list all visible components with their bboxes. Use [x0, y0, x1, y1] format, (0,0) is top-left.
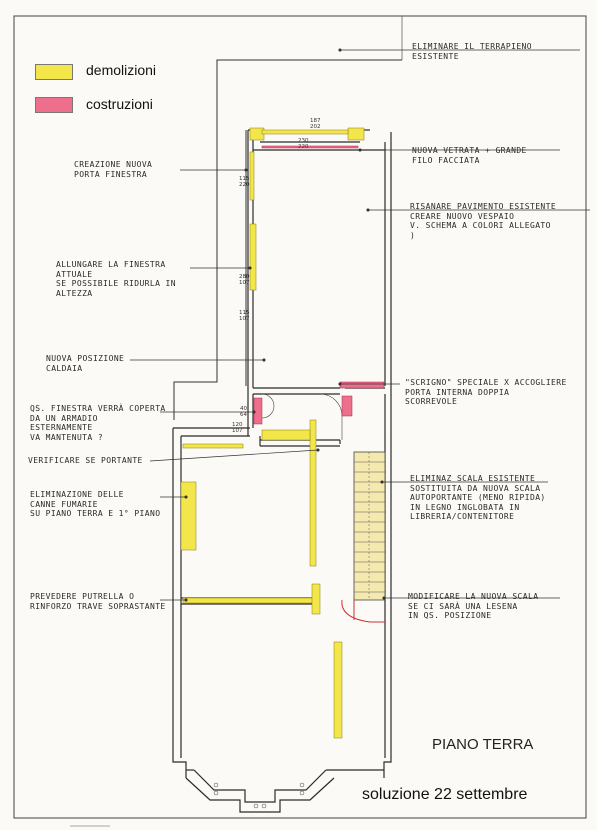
dim-window-left: 280 107 — [239, 274, 250, 286]
page-frame — [13, 15, 587, 819]
note-verificare-portante: VERIFICARE SE PORTANTE — [28, 456, 143, 465]
door-swings — [261, 393, 343, 440]
dim-top-window: 187 202 — [310, 118, 321, 130]
legend-label-demolizioni: demolizioni — [86, 62, 157, 78]
stair — [341, 451, 386, 623]
leader-lines — [130, 48, 590, 602]
demolition-areas — [180, 127, 365, 739]
note-allungare-finestra: ALLUNGARE LA FINESTRA ATTUALE SE POSSIBI… — [56, 260, 176, 298]
legend-swatch-demolizioni — [35, 64, 73, 80]
floor-title: PIANO TERRA — [432, 736, 534, 753]
note-nuova-vetrata: NUOVA VETRATA + GRANDE FILO FACCIATA — [412, 146, 527, 165]
dim-small-window-b: 120 107 — [232, 422, 243, 434]
note-eliminaz-scala: ELIMINAZ SCALA ESISTENTE SOSTITUITA DA N… — [410, 474, 546, 521]
construction-areas — [253, 145, 385, 425]
dim-door-left: 115 220 — [239, 176, 250, 188]
dim-small-window: 40 64 — [240, 406, 247, 418]
note-scrigno: "SCRIGNO" SPECIALE X ACCOGLIERE PORTA IN… — [405, 378, 567, 406]
note-eliminare-terrapieno: ELIMINARE IL TERRAPIENO ESISTENTE — [412, 42, 532, 61]
note-modificare-scala: MODIFICARE LA NUOVA SCALA SE CI SARÀ UNA… — [408, 592, 539, 620]
note-risanare-pavimento: RISANARE PAVIMENTO ESISTENTE CREARE NUOV… — [410, 202, 557, 240]
bay-markers — [213, 782, 305, 809]
note-prevedere-putrella: PREVEDERE PUTRELLA O RINFORZO TRAVE SOPR… — [30, 592, 166, 611]
note-eliminazione-canne: ELIMINAZIONE DELLE CANNE FUMARIE SU PIAN… — [30, 490, 161, 518]
note-creazione-porta: CREAZIONE NUOVA PORTA FINESTRA — [74, 160, 153, 179]
dim-window-left-b: 115 107 — [239, 310, 250, 322]
legend-swatch-costruzioni — [35, 97, 73, 113]
note-finestra-coperta: QS. FINESTRA VERRÀ COPERTA DA UN ARMADIO… — [30, 404, 166, 442]
site-outline — [173, 59, 402, 420]
note-nuova-caldaia: NUOVA POSIZIONE CALDAIA — [46, 354, 125, 373]
solution-subtitle: soluzione 22 settembre — [362, 786, 528, 803]
legend-label-costruzioni: costruzioni — [86, 96, 153, 112]
dim-top-window-b: 230 220 — [298, 138, 309, 150]
